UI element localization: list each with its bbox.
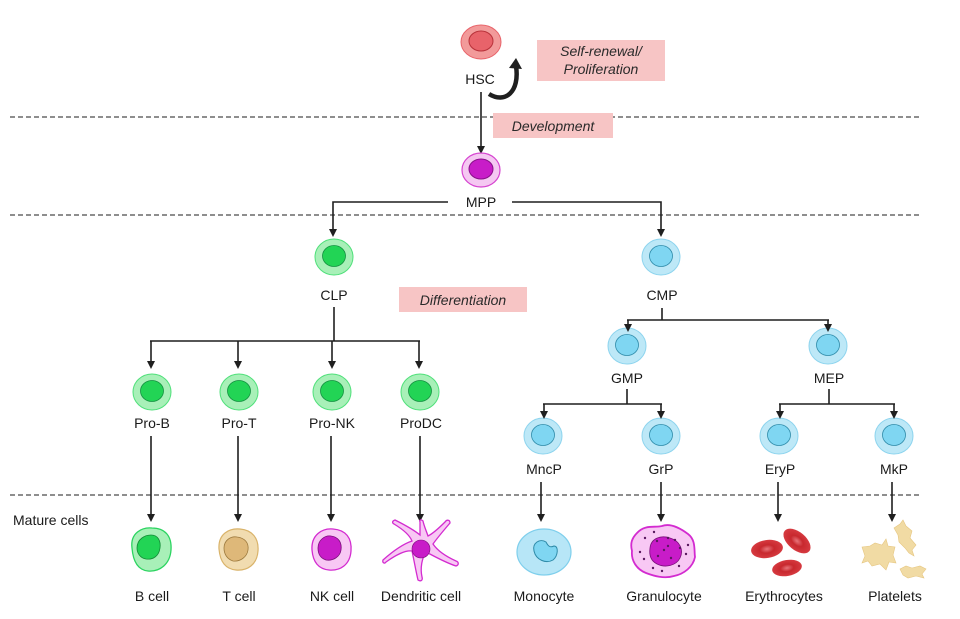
granulocyte-icon	[630, 524, 696, 579]
pro-t-cell-icon	[219, 373, 259, 411]
granulocyte-label: Granulocyte	[626, 588, 702, 604]
eryp-cell-icon	[759, 417, 799, 455]
prodc-label: ProDC	[400, 415, 442, 431]
mkp-label: MkP	[880, 461, 908, 477]
t-cell-label: T cell	[222, 588, 255, 604]
mpp-to-clp-arrow	[329, 201, 448, 237]
cmp-label: CMP	[646, 287, 677, 303]
gmp-cell-icon	[607, 327, 647, 365]
pro-t-label: Pro-T	[222, 415, 257, 431]
mpp-cell-icon	[461, 152, 501, 188]
b-cell-label: B cell	[135, 588, 169, 604]
self-renewal-box: Self-renewal/ Proliferation	[537, 40, 665, 81]
pro-nk-cell-icon	[312, 373, 352, 411]
erythrocytes-icon	[751, 528, 811, 577]
mpp-label: MPP	[466, 194, 496, 210]
platelets-label: Platelets	[868, 588, 922, 604]
prodc-cell-icon	[400, 373, 440, 411]
eryp-label: EryP	[765, 461, 795, 477]
mkp-cell-icon	[874, 417, 914, 455]
b-cell-icon	[131, 527, 172, 572]
grp-cell-icon	[641, 417, 681, 455]
clp-cell-icon	[314, 238, 354, 276]
mncp-label: MncP	[526, 461, 562, 477]
t-cell-icon	[218, 528, 259, 571]
erythrocytes-label: Erythrocytes	[745, 588, 823, 604]
mep-cell-icon	[808, 327, 848, 365]
monocyte-label: Monocyte	[514, 588, 575, 604]
self-renewal-arrowhead-icon	[509, 58, 522, 69]
self-renewal-label: Self-renewal/	[560, 43, 644, 59]
mncp-cell-icon	[523, 417, 563, 455]
differentiation-box: Differentiation	[399, 287, 527, 312]
mpp-to-cmp-arrow	[512, 201, 665, 237]
self-renewal-arrow-icon	[487, 65, 519, 100]
monocyte-icon	[516, 528, 572, 576]
pro-b-cell-icon	[132, 373, 172, 411]
nk-cell-label: NK cell	[310, 588, 354, 604]
mature-cells-label: Mature cells	[13, 512, 88, 528]
proliferation-label: Proliferation	[564, 61, 639, 77]
dendritic-cell-label: Dendritic cell	[381, 588, 461, 604]
development-box: Development	[493, 113, 613, 138]
hsc-label: HSC	[465, 71, 495, 87]
hsc-cell-icon	[460, 24, 502, 60]
platelets-icon	[861, 519, 927, 579]
pro-b-label: Pro-B	[134, 415, 170, 431]
gmp-label: GMP	[611, 370, 643, 386]
dendritic-cell-icon	[382, 519, 459, 582]
differentiation-label: Differentiation	[420, 292, 507, 308]
cmp-cell-icon	[641, 238, 681, 276]
mep-label: MEP	[814, 370, 844, 386]
clp-label: CLP	[320, 287, 347, 303]
nk-cell-icon	[311, 528, 352, 571]
grp-label: GrP	[649, 461, 674, 477]
development-label: Development	[512, 118, 596, 134]
pro-nk-label: Pro-NK	[309, 415, 356, 431]
